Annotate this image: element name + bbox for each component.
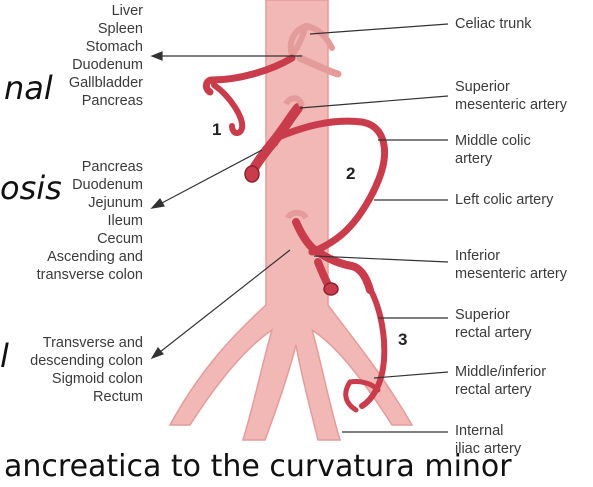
region-number-3: 3 [398,330,407,350]
region-number-1: 1 [212,120,221,140]
region-number-2: 2 [346,164,355,184]
superior-rectal-artery-label: Superior rectal artery [455,306,532,342]
organ-label: Pancreas [37,158,143,176]
organ-label: Gallbladder [69,74,143,92]
middle-colic-artery-label: Middle colic artery [455,132,531,168]
label-line: Celiac trunk [455,15,532,33]
organ-label: Jejunum [37,194,143,212]
organ-label: descending colon [30,352,143,370]
label-line: Left colic artery [455,191,553,209]
sma-organs-label: Pancreas Duodenum Jejunum Ileum Cecum As… [37,158,143,284]
organ-label: Ileum [37,212,143,230]
organ-label: transverse colon [37,266,143,284]
organ-label: Sigmoid colon [30,370,143,388]
middle-inferior-rectal-artery-label: Middle/inferior rectal artery [455,363,546,399]
organ-label: Liver [69,2,143,20]
label-line: mesenteric artery [455,265,567,283]
celiac-organs-label: Liver Spleen Stomach Duodenum Gallbladde… [69,2,143,110]
ima-organs-label: Transverse and descending colon Sigmoid … [30,334,143,406]
ima-cut-end [324,283,338,295]
label-line: Middle/inferior [455,363,546,381]
label-line: Superior [455,78,567,96]
background-text-fragment-3: l [0,340,9,372]
celiac-trunk-label: Celiac trunk [455,15,532,33]
label-line: Middle colic [455,132,531,150]
organ-label: Transverse and [30,334,143,352]
organ-label: Duodenum [37,176,143,194]
label-line: Internal [455,422,521,440]
sma-cut-end [245,166,259,182]
label-line: Inferior [455,247,567,265]
inferior-mesenteric-artery-label: Inferior mesenteric artery [455,247,567,283]
left-colic-artery-label: Left colic artery [455,191,553,209]
abdominal-aorta [170,0,412,440]
background-text-fragment-1: nal [4,72,53,104]
organ-label: Cecum [37,230,143,248]
label-line: mesenteric artery [455,96,567,114]
organ-label: Pancreas [69,92,143,110]
organ-label: Spleen [69,20,143,38]
organ-label: Duodenum [69,56,143,74]
label-line: Superior [455,306,532,324]
superior-mesenteric-artery-label: Superior mesenteric artery [455,78,567,114]
rectal-anastomosis [346,382,356,410]
internal-iliac-artery-label: Internal iliac artery [455,422,521,458]
background-caption-text: ancreatica to the curvatura minor [4,450,512,484]
label-line: rectal artery [455,324,532,342]
label-line: iliac artery [455,440,521,458]
organ-label: Rectum [30,388,143,406]
organ-label: Ascending and [37,248,143,266]
label-line: rectal artery [455,381,546,399]
label-line: artery [455,150,531,168]
organ-label: Stomach [69,38,143,56]
